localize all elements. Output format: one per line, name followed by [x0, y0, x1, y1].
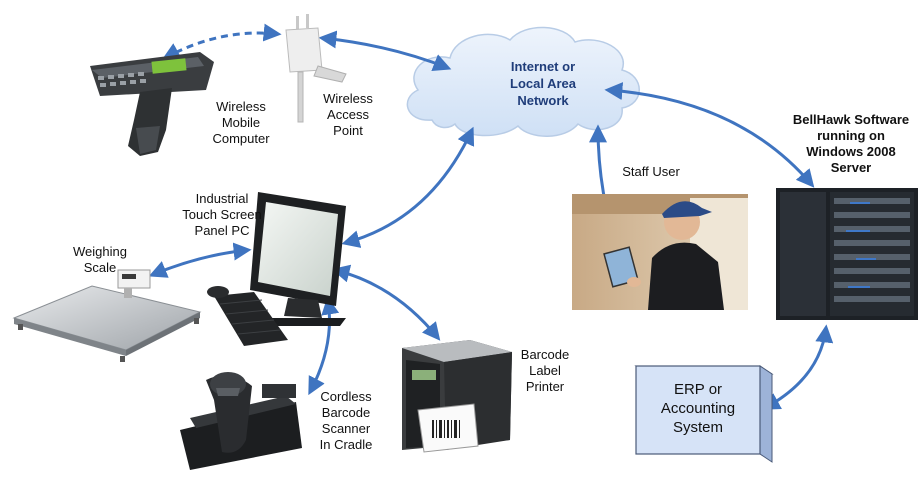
network-label-line3: Network — [517, 93, 569, 108]
mobile-computer-label-line1: Wireless — [216, 99, 266, 114]
panel-pc-label-line2: Touch Screen — [182, 207, 262, 222]
barcode-scanner-label-line4: In Cradle — [319, 437, 373, 452]
erp-label-line2: Accounting — [660, 400, 736, 417]
mobile-computer-icon — [90, 52, 214, 156]
panel-pc-label-line1: Industrial — [195, 191, 249, 206]
arrow-panelpc-scale — [148, 242, 252, 278]
server-label-line1: BellHawk Software — [792, 112, 910, 127]
server-label-line4: Server — [830, 160, 872, 175]
erp-box — [634, 365, 774, 463]
mobile-computer-label: Wireless Mobile Computer — [196, 99, 286, 147]
erp-label-line1: ERP or — [673, 381, 723, 398]
staff-user-label: Staff User — [616, 164, 686, 180]
server-label-line2: running on — [817, 128, 885, 143]
access-point-label-line2: Access — [327, 107, 369, 122]
weighing-scale-icon — [12, 269, 202, 362]
panel-pc-label: Industrial Touch Screen Panel PC — [172, 191, 272, 239]
barcode-printer-icon — [402, 340, 512, 453]
barcode-printer-label-line2: Label — [529, 363, 561, 378]
panel-pc-label-line3: Panel PC — [194, 223, 250, 238]
erp-label: ERP or Accounting System — [636, 380, 760, 437]
network-label-line1: Internet or — [510, 59, 576, 74]
barcode-scanner-label-line2: Barcode — [321, 405, 371, 420]
server-label: BellHawk Software running on Windows 200… — [784, 112, 918, 176]
barcode-printer-label-line1: Barcode — [520, 347, 570, 362]
network-label: Internet or Local Area Network — [488, 58, 598, 109]
server-label-line3: Windows 2008 — [806, 144, 896, 159]
weighing-scale-label: Weighing Scale — [62, 244, 138, 276]
arrow-mobile-accesspoint — [161, 23, 282, 60]
staff-user-photo — [572, 194, 748, 310]
arrow-server-erp — [761, 324, 834, 410]
weighing-scale-label-line1: Weighing — [73, 244, 127, 259]
mobile-computer-label-line2: Mobile — [221, 115, 261, 130]
access-point-label: Wireless Access Point — [310, 91, 386, 139]
barcode-scanner-label: Cordless Barcode Scanner In Cradle — [310, 389, 382, 453]
barcode-scanner-label-line3: Scanner — [321, 421, 371, 436]
weighing-scale-label-line2: Scale — [83, 260, 117, 275]
erp-label-line3: System — [672, 419, 723, 436]
server-rack-icon — [776, 188, 918, 320]
arrow-network-panelpc — [341, 126, 475, 248]
barcode-printer-label: Barcode Label Printer — [512, 347, 578, 395]
staff-user-label-line1: Staff User — [622, 164, 680, 179]
arrow-panelpc-scanner — [308, 296, 340, 396]
arrow-panelpc-printer — [331, 264, 441, 341]
network-label-line2: Local Area — [510, 76, 576, 91]
arrow-accesspoint-network — [318, 30, 452, 72]
access-point-label-line1: Wireless — [323, 91, 373, 106]
access-point-label-line3: Point — [333, 123, 363, 138]
barcode-scanner-icon — [180, 372, 302, 470]
arrow-network-server — [604, 82, 815, 188]
barcode-printer-label-line3: Printer — [525, 379, 565, 394]
mobile-computer-label-line3: Computer — [212, 131, 270, 146]
barcode-scanner-label-line1: Cordless — [320, 389, 372, 404]
access-point-icon — [285, 14, 347, 123]
panel-pc-icon — [207, 192, 346, 346]
